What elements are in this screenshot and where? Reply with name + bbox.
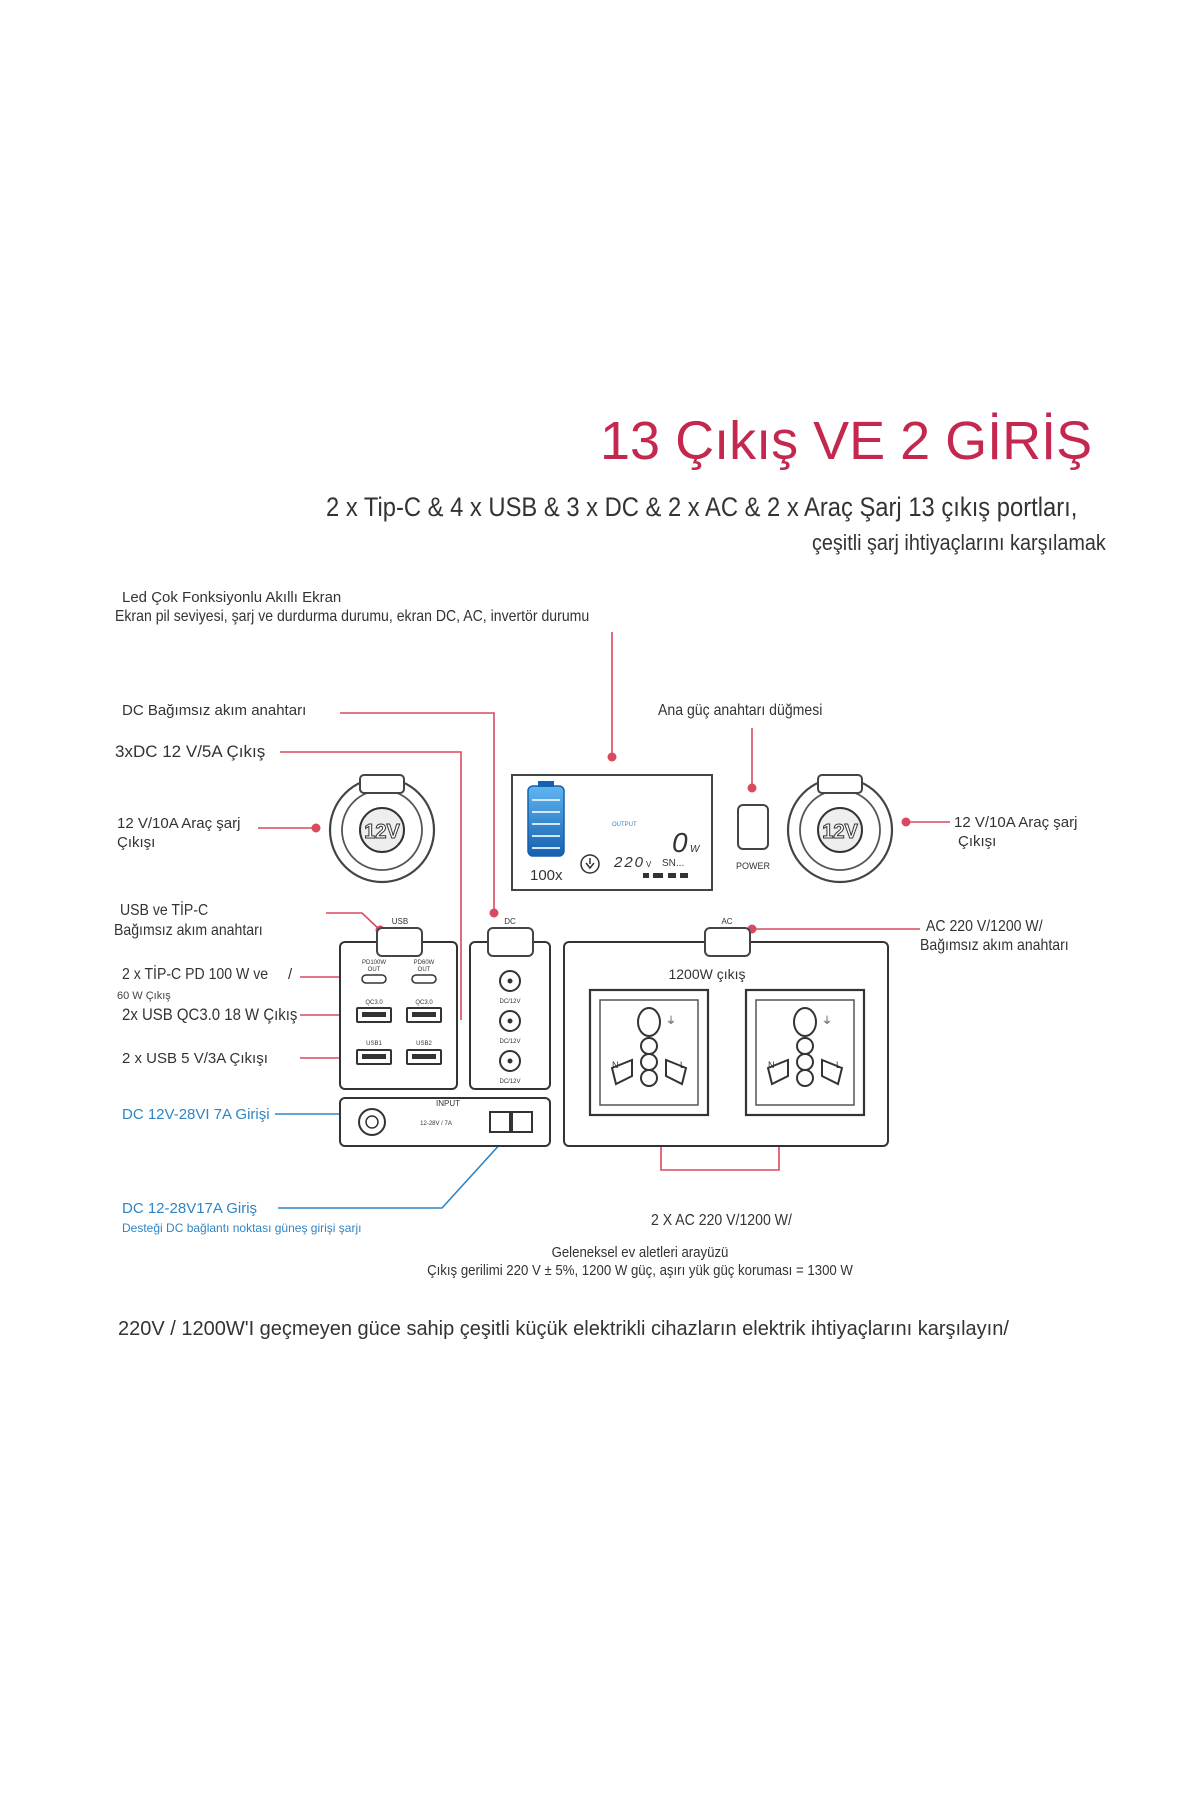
ac-socket-1-l: L [680, 1060, 685, 1070]
label-dc-switch: DC Bağımsız akım anahtarı [122, 702, 307, 719]
label-dc-out: 3xDC 12 V/5A Çıkış [115, 742, 266, 761]
label-usb-switch-1: USB ve TİP-C [120, 902, 209, 919]
display-watts: 0 [672, 827, 688, 858]
input-panel [339, 1097, 551, 1147]
label-dc-in-2-desc: Desteği DC bağlantı noktası güneş girişi… [122, 1221, 362, 1235]
ac-tab-label: AC [721, 917, 732, 926]
typec-port-1[interactable] [361, 974, 387, 984]
subtitle-line2: çeşitli şarj ihtiyaçlarını karşılamak [812, 530, 1106, 555]
usb-tab-label: USB [392, 917, 408, 926]
bottom-caption: 220V / 1200W'I geçmeyen güce sahip çeşit… [118, 1318, 1009, 1340]
label-usb-switch-2: Bağımsız akım anahtarı [114, 922, 263, 939]
ac-socket-2-n: N [768, 1060, 775, 1070]
qc-left-label: QC3.0 [365, 1000, 383, 1006]
lcd-display [511, 774, 713, 891]
label-traditional-title: Geleneksel ev aletleri arayüzü [551, 1244, 729, 1261]
usb-switch[interactable] [376, 927, 423, 957]
label-dc-in-2: DC 12-28V17A Giriş [122, 1200, 258, 1217]
subtitle-line1: 2 x Tip-C & 4 x USB & 3 x DC & 2 x AC & … [326, 492, 1078, 522]
qc-right-label: QC3.0 [415, 1000, 433, 1006]
ac-socket-2-l: L [836, 1060, 841, 1070]
label-car-right-2: Çıkışı [958, 833, 997, 850]
label-led-title: Led Çok Fonksiyonlu Akıllı Ekran [122, 589, 342, 606]
label-qc: 2x USB QC3.0 18 W Çıkış [122, 1005, 298, 1024]
label-ac-switch-2: Bağımsız akım anahtarı [920, 937, 1069, 954]
car-socket-right [786, 774, 894, 884]
label-car-left-1: 12 V/10A Araç şarj [117, 815, 241, 832]
power-button-label: POWER [736, 861, 771, 871]
ac-socket-1-e: ⏚ [666, 1015, 676, 1027]
label-ac-switch-1: AC 220 V/1200 W/ [926, 918, 1043, 935]
label-car-left-2: Çıkışı [117, 834, 156, 851]
display-w-unit: W [690, 844, 701, 855]
pd-left-label: PD100W [362, 960, 386, 966]
label-typec: 2 x TİP-C PD 100 W ve [122, 966, 269, 983]
label-typec-60: 60 W Çıkış [117, 990, 171, 1002]
usb1-label: USB1 [366, 1041, 382, 1047]
label-traditional-desc: Çıkış gerilimi 220 V ± 5%, 1200 W güç, a… [427, 1262, 853, 1279]
solar-input-port-1[interactable] [489, 1111, 511, 1133]
ac-socket-2-e: ⏚ [822, 1015, 832, 1027]
dc-port-3-label: DC/12V [499, 1079, 520, 1085]
ac-power-label: 1200W çıkış [668, 966, 745, 982]
display-v-unit: V [646, 860, 652, 869]
dc-port-1-label: DC/12V [499, 999, 520, 1005]
ac-socket-2[interactable] [744, 988, 866, 1117]
dc-port-2-label: DC/12V [499, 1039, 520, 1045]
car-socket-right-label: 12V [822, 821, 858, 843]
dc-tab-label: DC [504, 917, 516, 926]
label-led-desc: Ekran pil seviyesi, şarj ve durdurma dur… [115, 608, 590, 625]
battery-icon [527, 785, 565, 857]
typec-port-2[interactable] [411, 974, 437, 984]
label-dc-in-1: DC 12V-28VI 7A Girişi [122, 1106, 270, 1123]
car-socket-left-label: 12V [364, 821, 400, 843]
car-socket-left [328, 774, 436, 884]
ac-socket-1-n: N [612, 1060, 619, 1070]
pd-right-label: PD60W [414, 960, 435, 966]
pd-left-out: OUT [368, 967, 381, 973]
display-sn: SN... [662, 858, 684, 869]
label-car-right-1: 12 V/10A Araç şarj [954, 814, 1078, 831]
ac-switch[interactable] [704, 927, 751, 957]
ac-socket-1[interactable] [588, 988, 710, 1117]
power-button[interactable] [737, 804, 769, 850]
pd-right-out: OUT [418, 967, 431, 973]
label-ac-out: 2 X AC 220 V/1200 W/ [651, 1212, 792, 1229]
blue-leader-lines [275, 1113, 503, 1209]
dc-switch[interactable] [487, 927, 534, 957]
solar-input-port-2[interactable] [511, 1111, 533, 1133]
input-spec: 12-28V / 7A [420, 1121, 452, 1127]
display-volts: 220 [613, 854, 645, 871]
display-percent: 100x [530, 867, 563, 884]
port-status-icons [643, 873, 688, 878]
label-usb5v: 2 x USB 5 V/3A Çıkışı [122, 1050, 268, 1067]
label-typec-slash: / [288, 966, 293, 983]
page-title: 13 Çıkış VE 2 GİRİŞ [600, 411, 1093, 471]
display-output: OUTPUT [612, 822, 637, 828]
label-main-power: Ana güç anahtarı düğmesi [658, 702, 823, 719]
usb2-label: USB2 [416, 1041, 432, 1047]
input-label: INPUT [436, 1099, 460, 1108]
